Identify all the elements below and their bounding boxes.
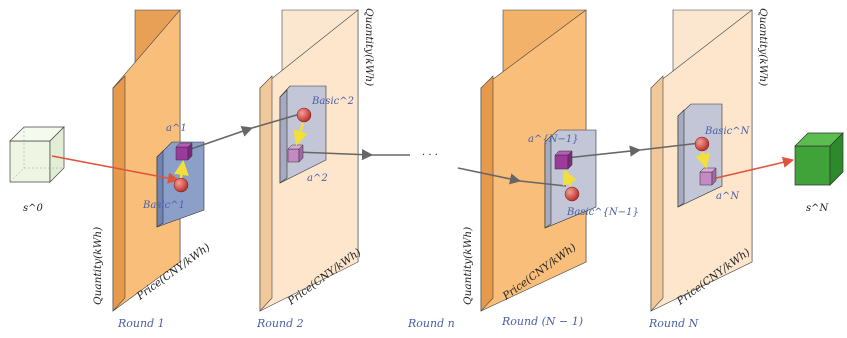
end-state-cube <box>794 132 844 186</box>
arrow-into-round-n-minus-1 <box>519 180 567 187</box>
arrow-ellipsis-to-round-n-minus-1 <box>457 167 522 185</box>
round-1-action-label: a^1 <box>166 123 187 134</box>
round-n-label: Round n <box>407 317 455 330</box>
arrow-round-n-minus-1-to-round-n <box>565 145 642 159</box>
round-2-action-cube <box>287 144 304 163</box>
arrow-round-2-out <box>295 149 374 161</box>
arrow-into-round-n <box>639 142 701 151</box>
round-1-basic-ball <box>173 177 189 193</box>
round-2-label: Round 2 <box>256 317 304 330</box>
round-n-minus-1-label: Round (N − 1) <box>501 315 583 328</box>
round-n-quantity-axis-label: Quantity(kWh) <box>757 8 769 86</box>
arrow-start-to-round-1 <box>51 155 180 184</box>
round-1-basic-label: Basic^1 <box>142 200 185 211</box>
round-n-minus-1-yellow-arrow <box>562 169 577 187</box>
round-n-yellow-arrow <box>695 151 710 169</box>
round-n-basic-label: Basic^N <box>704 126 751 137</box>
round-1-label: Round 1 <box>117 317 165 330</box>
arrow-into-round-2 <box>251 113 301 129</box>
round-2-action-label: a^2 <box>307 173 328 184</box>
round-n-minus-1-action-cube <box>554 150 573 170</box>
start-state-label: s^0 <box>23 203 44 214</box>
round-n-minus-1-basic-label: Basic^{N−1} <box>566 207 639 218</box>
round-1-action-cube <box>175 142 193 161</box>
round-n-action-cube <box>699 167 717 186</box>
round-n-minus-1-action-label: a^{N−1} <box>528 134 579 145</box>
round-2-yellow-arrow <box>293 122 308 146</box>
ellipsis: · · · <box>422 150 438 161</box>
arrow-round-1-to-round-2 <box>187 125 254 151</box>
round-n-action-label: a^N <box>716 191 740 202</box>
round-n-last-label: Round N <box>648 317 699 330</box>
round-n-minus-1-quantity-axis-label: Quantity(kWh) <box>462 227 474 305</box>
round-1-quantity-axis-label: Quantity(kWh) <box>92 227 104 305</box>
end-state-label: s^N <box>806 203 830 214</box>
round-2-quantity-axis-label: Quantity(kWh) <box>363 8 375 86</box>
start-state-cube <box>9 126 65 183</box>
round-n-minus-1-basic-ball <box>564 186 580 202</box>
round-n-basic-ball <box>694 136 710 152</box>
arrow-round-n-to-end <box>711 156 795 180</box>
round-2-basic-label: Basic^2 <box>311 96 354 107</box>
round-1-yellow-arrow <box>173 160 189 179</box>
round-2-basic-ball <box>296 107 312 123</box>
